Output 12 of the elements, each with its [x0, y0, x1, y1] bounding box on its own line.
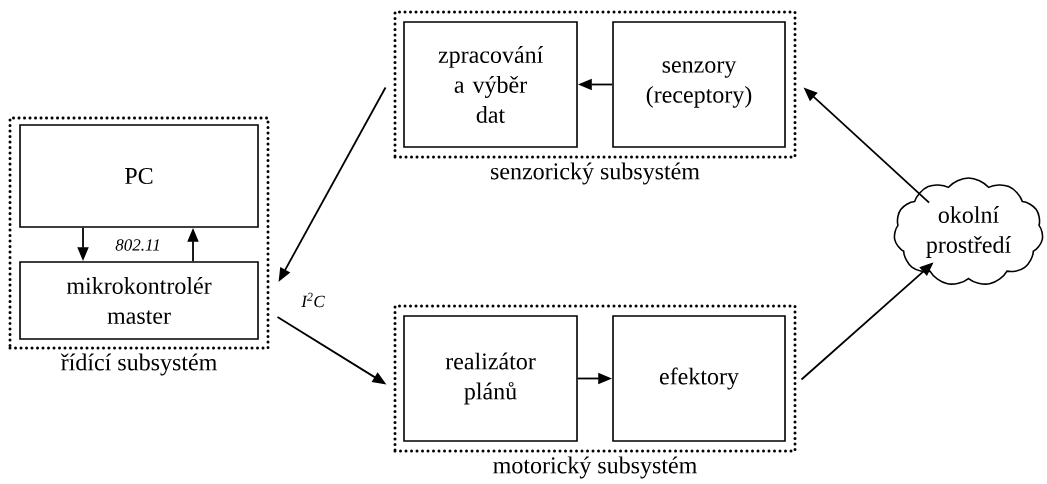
process-box: efektory	[612, 315, 786, 442]
subsystem-label: senzorický subsystém	[491, 162, 700, 185]
process-box: PC	[19, 124, 259, 228]
process-box: senzory (receptory)	[612, 21, 786, 148]
process-box: realizátor plánů	[403, 315, 578, 442]
edge-label: 802.11	[115, 239, 159, 251]
process-box: zpracování a výběr dat	[403, 21, 578, 148]
subsystem-label: motorický subsystém	[493, 456, 697, 479]
process-box: mikrokontrolér master	[19, 261, 259, 340]
edge-label: I$^{2}$C	[301, 292, 325, 308]
subsystem-label: řídící subsystém	[60, 353, 217, 376]
environment-cloud: okolní prostředí	[893, 177, 1044, 285]
